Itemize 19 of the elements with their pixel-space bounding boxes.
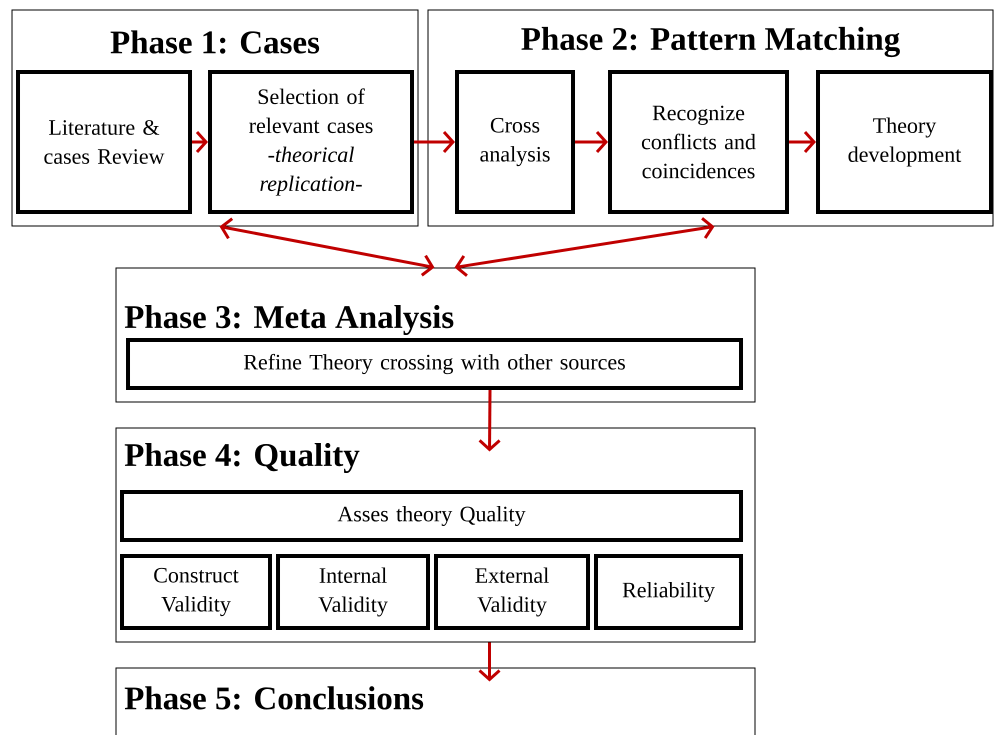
step-box: Internal Validity xyxy=(276,554,430,630)
step-box: Refine Theory crossing with other sources xyxy=(126,338,743,390)
step-box: Literature & cases Review xyxy=(16,70,192,214)
step-box: Recognize conflicts and coincidences xyxy=(608,70,789,214)
step-box: Reliability xyxy=(594,554,743,630)
arrow xyxy=(478,390,501,452)
step-box: Theory development xyxy=(816,70,993,214)
arrow xyxy=(414,131,455,153)
arrow xyxy=(220,218,434,276)
arrow xyxy=(575,131,608,153)
arrow xyxy=(454,217,714,277)
step-box: Asses theory Quality xyxy=(120,490,743,542)
arrow xyxy=(789,131,816,153)
step-box: Cross analysis xyxy=(455,70,575,214)
step-box: Selection of relevant cases -theorical replication- xyxy=(208,70,414,214)
step-box: Construct Validity xyxy=(120,554,272,630)
phase-panel: Phase 5: Conclusions xyxy=(116,668,756,735)
arrow xyxy=(478,642,501,682)
step-box: External Validity xyxy=(434,554,590,630)
